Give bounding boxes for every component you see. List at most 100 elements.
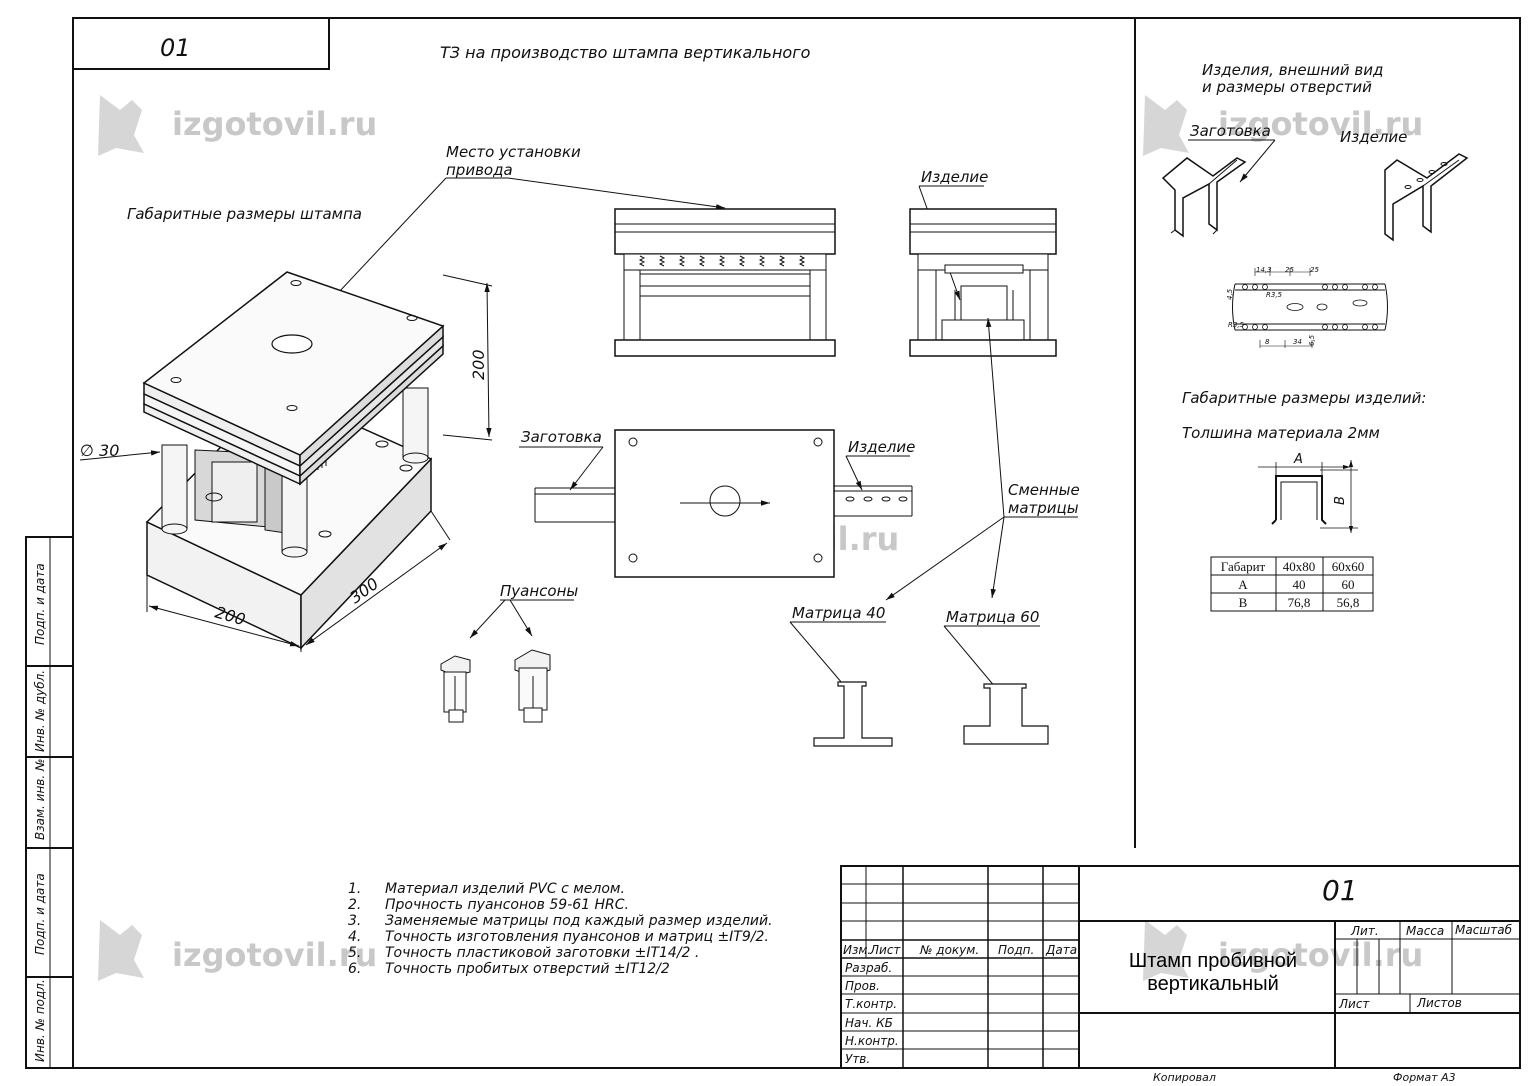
small-dim: 6,5 bbox=[1308, 334, 1316, 346]
leader-arrow bbox=[1239, 139, 1276, 183]
tb-row-label: Т.контр. bbox=[845, 997, 897, 1011]
matrix-40 bbox=[813, 681, 893, 747]
tb-col-header: Лист bbox=[869, 943, 901, 957]
designation: 01 bbox=[1322, 874, 1358, 907]
punch-large bbox=[514, 649, 551, 723]
iso-stamp-assembly bbox=[142, 271, 445, 650]
side-stamp-label: Взам. инв. № bbox=[33, 759, 47, 840]
profile-product-iso bbox=[1384, 153, 1469, 242]
tb-row-label: Нач. КБ bbox=[845, 1016, 893, 1030]
size-table bbox=[1210, 556, 1374, 612]
table-header: Габарит bbox=[1221, 559, 1266, 574]
sizes-header: Габаритные размеры изделий: bbox=[1182, 389, 1426, 407]
iso-dimension-lines bbox=[79, 274, 493, 652]
watermark-text: izgotovil.ru bbox=[172, 936, 377, 974]
leader-line bbox=[943, 625, 997, 689]
small-dim: 25 bbox=[1285, 266, 1294, 274]
note-num: 5. bbox=[348, 945, 361, 961]
table-cell: 56,8 bbox=[1337, 595, 1360, 610]
watermark-text: izgotovil.ru bbox=[1218, 936, 1423, 974]
tb-col-header: Изм. bbox=[843, 943, 871, 957]
note-num: 1. bbox=[348, 881, 361, 897]
sheet-code-box: 01 bbox=[160, 34, 191, 62]
leader-arrow bbox=[569, 446, 604, 491]
note-text: Прочность пуансонов 59-61 HRC. bbox=[385, 897, 629, 913]
izdelie-label-mid: Изделие bbox=[848, 438, 915, 456]
tb-col-header: № докум. bbox=[919, 943, 979, 957]
dims-caption: Габаритные размеры штампа bbox=[127, 205, 362, 223]
tb-lit: Лит. bbox=[1350, 924, 1379, 938]
dim-b-label: B bbox=[1333, 496, 1348, 505]
tb-col-header: Дата bbox=[1045, 943, 1077, 957]
tb-listov: Листов bbox=[1416, 996, 1462, 1010]
leader-line bbox=[789, 621, 849, 691]
notes-list: 1. Материал изделий PVC с мелом. 2. Проч… bbox=[348, 881, 773, 977]
table-header: 40х80 bbox=[1283, 559, 1316, 574]
smennye-label-l1: Сменные bbox=[1008, 481, 1080, 499]
tb-row-label: Утв. bbox=[845, 1052, 870, 1066]
note-text: Точность изготовления пуансонов и матриц… bbox=[385, 929, 769, 945]
note-text: Материал изделий PVC с мелом. bbox=[385, 881, 625, 897]
side-stamp bbox=[25, 536, 74, 1069]
top-view bbox=[534, 429, 913, 578]
leader-arrow bbox=[507, 177, 726, 210]
table-cell: В bbox=[1239, 595, 1248, 610]
leader-arrow bbox=[986, 317, 1005, 518]
matrix-60 bbox=[963, 683, 1049, 745]
note-text: Точность пластиковой заготовки ±IT14/2 . bbox=[385, 945, 699, 961]
matrix60-label: Матрица 60 bbox=[946, 608, 1039, 626]
small-dim: R3,5 bbox=[1228, 321, 1245, 329]
watermark-text: izgotovil.ru bbox=[172, 105, 377, 143]
drive-label-line1: Место установки bbox=[446, 143, 581, 161]
small-dim: 4,5 bbox=[1226, 288, 1234, 300]
tb-format: Формат А3 bbox=[1393, 1071, 1456, 1084]
punch-small bbox=[440, 655, 471, 723]
dim-diameter: ∅ 30 bbox=[80, 441, 119, 460]
table-cell: 40 bbox=[1293, 577, 1306, 592]
drawing-name-l1: Штамп пробивной bbox=[1129, 950, 1297, 972]
dim-height: 200 bbox=[469, 349, 488, 380]
side-stamp-label: Инв. № дубл. bbox=[33, 670, 47, 752]
tb-kopiroval: Копировал bbox=[1153, 1071, 1216, 1084]
matrix40-label: Матрица 40 bbox=[792, 604, 885, 622]
profile-section bbox=[1258, 460, 1358, 533]
tb-row-label: Разраб. bbox=[845, 961, 892, 975]
zagotovka-label: Заготовка bbox=[521, 428, 602, 446]
note-text: Заменяемые матрицы под каждый размер изд… bbox=[385, 913, 773, 929]
sheet-title: ТЗ на производство штампа вертикального bbox=[440, 43, 811, 62]
hole-pattern-drawing bbox=[1232, 268, 1388, 348]
watermark-logo-icon bbox=[98, 95, 144, 156]
watermark-text: izgotovil.ru bbox=[1218, 105, 1423, 143]
table-header: 60х60 bbox=[1332, 559, 1365, 574]
table-cell: А bbox=[1238, 577, 1248, 592]
note-num: 3. bbox=[348, 913, 361, 929]
small-dim: R3,5 bbox=[1266, 291, 1283, 299]
table-cell: 60 bbox=[1342, 577, 1355, 592]
side-stamp-label: Инв. № подл. bbox=[33, 979, 47, 1062]
small-dim: 14,3 bbox=[1256, 266, 1272, 274]
leader-arrow bbox=[509, 599, 533, 637]
leader-arrow bbox=[845, 455, 863, 491]
leader-arrow bbox=[990, 516, 1005, 599]
profile-blank-iso bbox=[1161, 157, 1247, 238]
right-izdelie-label: Изделие bbox=[1340, 128, 1407, 146]
right-header-l1: Изделия, внешний вид bbox=[1202, 61, 1383, 79]
note-num: 2. bbox=[348, 897, 361, 913]
right-zagotovka-label: Заготовка bbox=[1190, 122, 1271, 140]
smennye-label-l2: матрицы bbox=[1008, 499, 1079, 517]
thickness-text: Толшина материала 2мм bbox=[1182, 424, 1380, 442]
izdelie-label-top: Изделие bbox=[921, 168, 988, 186]
tb-col-header: Подп. bbox=[998, 943, 1034, 957]
small-dim: 34 bbox=[1293, 338, 1302, 346]
right-header-l2: и размеры отверстий bbox=[1202, 78, 1372, 96]
dim-a-label: A bbox=[1293, 452, 1303, 467]
leader-arrow bbox=[885, 516, 1005, 601]
side-stamp-label: Подп. и дата bbox=[33, 873, 47, 955]
tb-masshtab: Масштаб bbox=[1455, 923, 1513, 937]
tb-list: Лист bbox=[1338, 997, 1370, 1011]
watermark-logo-icon bbox=[98, 920, 144, 981]
tb-row-label: Н.контр. bbox=[845, 1034, 899, 1048]
front-view bbox=[614, 208, 836, 357]
tb-row-label: Пров. bbox=[845, 979, 880, 993]
